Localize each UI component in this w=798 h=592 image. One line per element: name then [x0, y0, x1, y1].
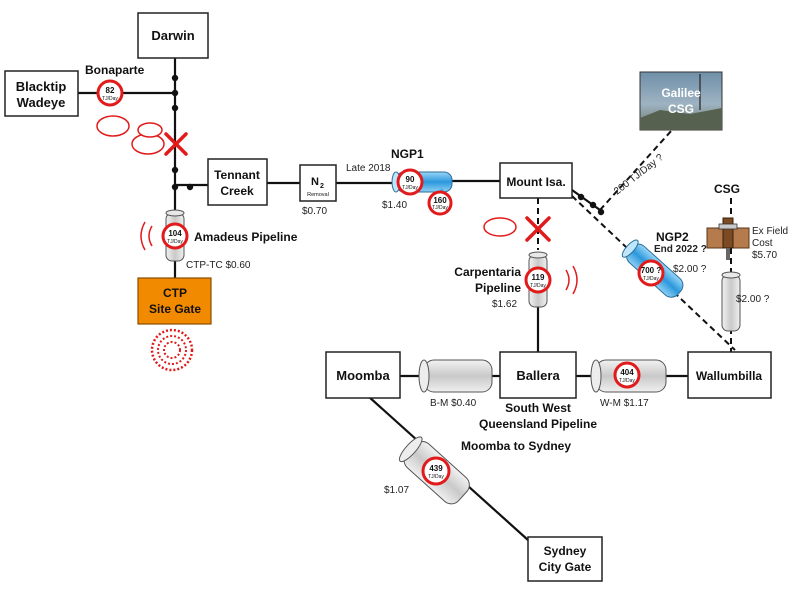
- svg-text:700 ?: 700 ?: [641, 266, 662, 275]
- label-csg: CSG: [714, 182, 740, 196]
- svg-text:TJ/Day: TJ/Day: [167, 239, 183, 245]
- svg-text:TJ/Day: TJ/Day: [102, 96, 118, 102]
- capacity-amadeus: 104 TJ/Day: [161, 222, 189, 250]
- node-blacktip: Blacktip Wadeye: [4, 70, 79, 117]
- label-late-2018: Late 2018: [346, 163, 391, 174]
- label-csg-pipe-cost: $2.00 ?: [736, 294, 770, 305]
- label-bonaparte: Bonaparte: [85, 63, 145, 77]
- blocked-x-marks: [164, 132, 551, 242]
- ctp-dotted-rings: [150, 328, 194, 372]
- capacity-ngp1-a: 90 TJ/Day: [396, 168, 424, 196]
- label-carpentaria-cost: $1.62: [492, 299, 517, 310]
- label-n2-cost: $0.70: [302, 206, 327, 217]
- node-darwin: Darwin: [137, 12, 209, 59]
- svg-text:TJ/Day: TJ/Day: [402, 185, 418, 191]
- label-ctp-tc: CTP-TC $0.60: [186, 260, 251, 271]
- label-ngp2-date: End 2022 ?: [654, 244, 707, 255]
- node-ballera: Ballera: [499, 351, 577, 399]
- label-galilee-flow: 200 TJ/Day ?: [612, 152, 666, 197]
- svg-text:TJ/Day: TJ/Day: [530, 283, 546, 289]
- csg-pipe: [721, 271, 741, 332]
- node-mount-isa: Mount Isa.: [499, 162, 573, 199]
- svg-text:82: 82: [106, 86, 115, 95]
- svg-text:TJ/Day: TJ/Day: [428, 474, 444, 480]
- node-ctp-site-gate: CTP Site Gate: [137, 277, 212, 325]
- svg-text:119: 119: [532, 273, 545, 282]
- line-galilee-junction: [599, 129, 673, 211]
- proposed-ovals: [96, 115, 517, 237]
- svg-text:Moomba: Moomba: [336, 368, 390, 383]
- svg-text:CSG: CSG: [668, 102, 694, 116]
- capacity-swq: 404 TJ/Day: [613, 361, 641, 389]
- node-n2-removal: N 2 Removal: [299, 164, 337, 202]
- svg-text:Sydney: Sydney: [544, 544, 587, 558]
- svg-text:Removal: Removal: [307, 192, 329, 198]
- svg-text:Darwin: Darwin: [151, 28, 194, 43]
- bm-pipe: [418, 359, 493, 393]
- svg-text:Blacktip: Blacktip: [16, 79, 67, 94]
- label-amadeus: Amadeus Pipeline: [194, 230, 298, 244]
- capacity-bonaparte: 82 TJ/Day: [96, 79, 124, 107]
- label-ngp2-cost: $2.00 ?: [673, 264, 707, 275]
- label-ex-field: Ex Field: [752, 226, 788, 237]
- capacity-moomba-sydney: 439 TJ/Day: [421, 456, 451, 486]
- label-carpentaria: Carpentaria: [454, 265, 521, 279]
- svg-text:Galilee: Galilee: [661, 86, 701, 100]
- svg-text:439: 439: [429, 464, 443, 473]
- svg-text:TJ/Day: TJ/Day: [643, 276, 659, 282]
- svg-text:Wallumbilla: Wallumbilla: [696, 369, 763, 383]
- svg-text:Ballera: Ballera: [516, 368, 560, 383]
- svg-text:TJ/Day: TJ/Day: [619, 378, 635, 384]
- svg-text:Creek: Creek: [220, 184, 254, 198]
- svg-text:2: 2: [320, 183, 324, 190]
- capacity-ngp2: 700 ? TJ/Day: [637, 259, 665, 287]
- node-sydney-city-gate: Sydney City Gate: [527, 536, 603, 582]
- capacity-ngp1-b: 160 TJ/Day: [427, 190, 453, 216]
- svg-text:Wadeye: Wadeye: [17, 95, 66, 110]
- label-ex-field-value: $5.70: [752, 250, 777, 261]
- svg-text:Site Gate: Site Gate: [149, 302, 201, 316]
- svg-text:TJ/Day: TJ/Day: [432, 205, 448, 211]
- label-wm-cost: W-M $1.17: [600, 398, 649, 409]
- label-ex-field-cost: Cost: [752, 238, 773, 249]
- junction-dots: [171, 74, 605, 216]
- svg-text:404: 404: [620, 368, 634, 377]
- label-moomba-sydney: Moomba to Sydney: [461, 439, 571, 453]
- label-swq-pipeline: Queensland Pipeline: [479, 417, 597, 431]
- csg-wellhead-icon: [706, 217, 750, 260]
- svg-text:Tennant: Tennant: [214, 168, 260, 182]
- label-ngp2: NGP2: [656, 230, 689, 244]
- capacity-carpentaria: 119 TJ/Day: [524, 266, 552, 294]
- node-wallumbilla: Wallumbilla: [687, 351, 772, 399]
- label-ngp1-cost: $1.40: [382, 200, 407, 211]
- label-ngp1: NGP1: [391, 147, 424, 161]
- flow-arcs: [140, 221, 578, 295]
- label-carpentaria-pipeline: Pipeline: [475, 281, 521, 295]
- svg-text:90: 90: [406, 175, 415, 184]
- svg-text:City Gate: City Gate: [539, 560, 592, 574]
- label-bm-cost: B-M $0.40: [430, 398, 477, 409]
- svg-text:CTP: CTP: [163, 286, 187, 300]
- svg-text:N: N: [311, 176, 319, 188]
- svg-text:Mount Isa.: Mount Isa.: [506, 175, 565, 189]
- svg-text:104: 104: [168, 229, 182, 238]
- label-swq: South West: [505, 401, 571, 415]
- node-galilee-csg: Galilee CSG: [639, 71, 723, 131]
- node-moomba: Moomba: [325, 351, 401, 399]
- label-ms-cost: $1.07: [384, 485, 409, 496]
- svg-text:160: 160: [433, 196, 447, 205]
- node-tennant-creek: Tennant Creek: [207, 158, 268, 206]
